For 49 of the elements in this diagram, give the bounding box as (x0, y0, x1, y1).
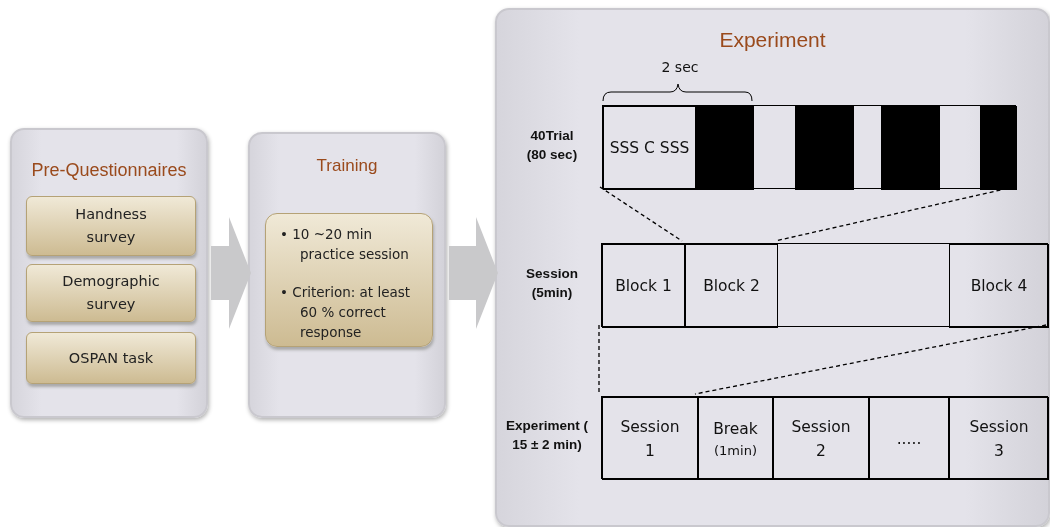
step-label: Block 1 (615, 276, 672, 297)
stage-panel (10, 128, 208, 418)
timeline-cell (949, 244, 1049, 328)
duration-label: 2 sec (660, 58, 700, 77)
zoom-line (694, 324, 1047, 395)
step-box (26, 196, 196, 256)
panel-title: Experiment (718, 28, 827, 52)
step-label: Session 2 (790, 416, 852, 462)
duration-text: (1min) (714, 441, 757, 460)
step-label: Block 2 (703, 276, 760, 297)
step-label: SSS C SSS (609, 138, 690, 159)
stage-panel (248, 132, 446, 418)
step-label: Handness survey (74, 205, 148, 247)
step-box (26, 264, 196, 322)
step-label: Session 1 (619, 416, 681, 462)
timeline-cell (602, 397, 698, 480)
bullet-item: • Criterion: at least 60 % correct response (280, 283, 412, 342)
step-label: Session 3 (968, 416, 1030, 462)
timeline-cell (602, 244, 685, 328)
timeline-cell (603, 106, 696, 190)
timeline-bar (601, 243, 1048, 327)
panel-title: Training (315, 156, 379, 176)
step-label: Demographic survey (61, 272, 161, 314)
timeline-cell (869, 397, 949, 480)
zoom-line (598, 324, 600, 395)
filled-cell (980, 106, 1017, 190)
timeline-bar (601, 396, 1048, 479)
step-label: ..... (896, 428, 922, 450)
timeline-cell (949, 397, 1049, 480)
row-label: Experiment ( 15 ± 2 min) (505, 417, 589, 454)
step-label: OSPAN task (68, 348, 154, 368)
bullet-item: • 10 ~20 min practice session (280, 225, 410, 264)
filled-cell (696, 106, 754, 190)
step-box (265, 213, 433, 347)
step-label: Break (713, 418, 758, 440)
block-arrow (211, 217, 251, 329)
timeline-cell (698, 397, 773, 480)
row-label: Session (5min) (525, 265, 579, 302)
panel-title: Pre-Questionnaires (30, 160, 188, 181)
step-box (26, 332, 196, 384)
step-label: Block 4 (970, 276, 1028, 297)
filled-cell (795, 106, 854, 190)
timeline-cell (773, 397, 869, 480)
row-label: 40Trial (80 sec) (525, 127, 579, 164)
filled-cell (881, 106, 940, 190)
block-arrow (449, 217, 498, 329)
timeline-bar (602, 105, 1016, 189)
timeline-cell (685, 244, 778, 328)
stage-panel (495, 8, 1050, 527)
